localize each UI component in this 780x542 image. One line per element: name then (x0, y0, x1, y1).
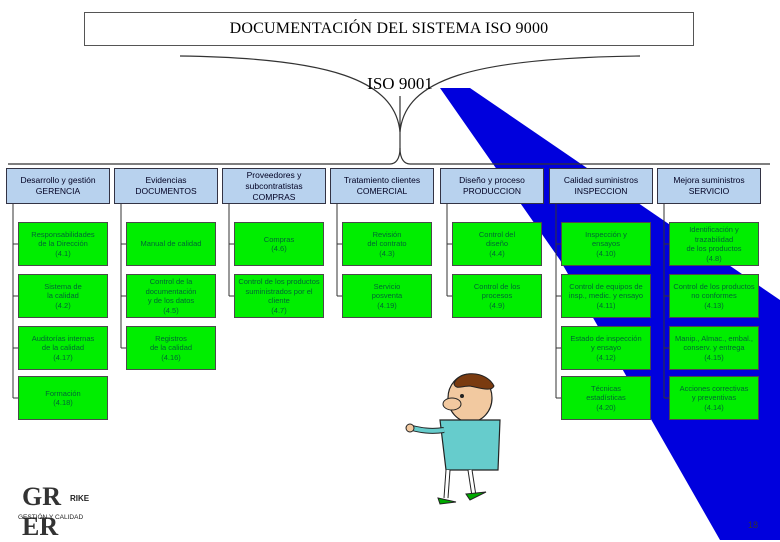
process-box-label: Servicio posventa (371, 281, 403, 301)
iso-9001-label: ISO 9001 (367, 74, 433, 93)
process-box-label: Inspección y ensayos (585, 229, 627, 249)
column-connectors (12, 204, 669, 399)
process-box-code: (4.2) (55, 300, 71, 310)
process-box-label: Control de equipos de insp., medic. y en… (568, 281, 644, 301)
process-box: Control de los productos suministrados p… (234, 274, 324, 318)
column-header-line1: Calidad suministros (563, 175, 639, 185)
process-box-code: (4.20) (596, 402, 616, 412)
process-box: Manip., Almac., embal., conserv. y entre… (669, 326, 759, 370)
process-box-label: Formación (45, 388, 81, 398)
process-box: Control de los procesos(4.9) (452, 274, 542, 318)
process-box: Sistema de la calidad(4.2) (18, 274, 108, 318)
process-box-label: Responsabilidades de la Dirección (31, 229, 95, 249)
process-box-label: Acciones correctivas y preventivas (679, 383, 749, 403)
logo-inner: RIKE (69, 494, 91, 503)
process-box-label: Manip., Almac., embal., conserv. y entre… (675, 333, 753, 353)
column-header-line1: Tratamiento clientes (343, 175, 421, 185)
column-header-line2: COMERCIAL (356, 186, 408, 196)
process-box-label: Control de los productos suministrados p… (238, 277, 320, 305)
process-box: Técnicas estadísticas(4.20) (561, 376, 651, 420)
process-box: Control del diseño(4.4) (452, 222, 542, 266)
process-box-label: Estado de inspección y ensayo (570, 333, 642, 353)
column-header-line2: SERVICIO (688, 186, 730, 196)
column-header-line2: PRODUCCION (462, 186, 522, 196)
grier-logo: GR ER RIKE (22, 482, 92, 541)
process-box-code: (4.11) (596, 300, 616, 310)
brace-stem-left (8, 96, 401, 165)
column-header-line1: Evidencias (145, 175, 187, 185)
process-box-code: (4.4) (489, 248, 505, 258)
process-box-label: Registros de la calidad (149, 333, 193, 353)
column-header-line2: DOCUMENTOS (135, 186, 197, 196)
process-box-label: Revisión del contrato (367, 229, 407, 249)
process-box-code: (4.17) (53, 352, 73, 362)
process-box-code: (4.15) (704, 352, 724, 362)
process-box-code: (4.7) (271, 305, 287, 315)
process-box: Control de la documentación y de los dat… (126, 274, 216, 318)
process-box: Acciones correctivas y preventivas(4.14) (669, 376, 759, 420)
column-header-line2: INSPECCION (574, 186, 628, 196)
process-box: Control de los productos no conformes(4.… (669, 274, 759, 318)
process-box-label: Control de la documentación y de los dat… (145, 277, 197, 305)
logo-tagline: GESTIÓN Y CALIDAD (18, 514, 84, 521)
process-box-code: (4.3) (379, 248, 395, 258)
process-box: Servicio posventa(4.19) (342, 274, 432, 318)
process-box-code: (4.10) (596, 248, 616, 258)
process-box-code: (4.12) (596, 352, 616, 362)
process-box: Formación(4.18) (18, 376, 108, 420)
process-box-label: Control de los procesos (473, 281, 521, 301)
column-header-line1: Desarrollo y gestión (20, 175, 96, 185)
process-box-label: Técnicas estadísticas (586, 383, 626, 403)
process-box-code: (4.8) (706, 253, 722, 263)
process-box-code: (4.14) (704, 402, 724, 412)
process-box-code: (4.16) (161, 352, 181, 362)
page-number: 18 (748, 520, 759, 530)
process-box-code: (4.6) (271, 244, 287, 253)
process-box-label: Compras (263, 234, 295, 244)
process-box-code: (4.5) (163, 305, 179, 315)
process-box: Compras(4.6) (234, 222, 324, 266)
cartoon-man-illustration (405, 373, 501, 505)
process-box-code: (4.19) (377, 300, 397, 310)
process-box: Revisión del contrato(4.3) (342, 222, 432, 266)
column-header-line2: COMPRAS (252, 191, 296, 202)
process-box-label: Auditorías internas de la calidad (31, 333, 95, 353)
process-box-label: Identificación y trazabilidad de los pro… (686, 225, 742, 253)
process-box-label: Control de los productos no conformes (673, 281, 755, 301)
process-box: Identificación y trazabilidad de los pro… (669, 222, 759, 266)
process-box: Registros de la calidad(4.16) (126, 326, 216, 370)
process-box: Manual de calidad (126, 222, 216, 266)
column-header-line1: Proveedores y subcontratistas (245, 169, 303, 191)
page-title: DOCUMENTACIÓN DEL SISTEMA ISO 9000 (84, 12, 694, 46)
process-box: Auditorías internas de la calidad(4.17) (18, 326, 108, 370)
process-box-label: Manual de calidad (140, 239, 202, 249)
column-header-line1: Diseño y proceso (459, 175, 525, 185)
process-box: Estado de inspección y ensayo(4.12) (561, 326, 651, 370)
column-header-line2: GERENCIA (35, 186, 81, 196)
process-box: Control de equipos de insp., medic. y en… (561, 274, 651, 318)
process-box-code: (4.9) (489, 300, 505, 310)
process-box-label: Control del diseño (478, 229, 516, 249)
process-box-code: (4.13) (704, 300, 724, 310)
logo-main: GR ER (22, 482, 61, 541)
process-box-code: (4.1) (55, 248, 71, 258)
process-box-label: Sistema de la calidad (44, 281, 82, 301)
brace-curve-top (179, 55, 641, 133)
process-box: Inspección y ensayos(4.10) (561, 222, 651, 266)
process-box: Responsabilidades de la Dirección(4.1) (18, 222, 108, 266)
process-box-code: (4.18) (53, 398, 73, 407)
brace-stem-right (399, 147, 770, 165)
column-header-line1: Mejora suministros (673, 175, 745, 185)
